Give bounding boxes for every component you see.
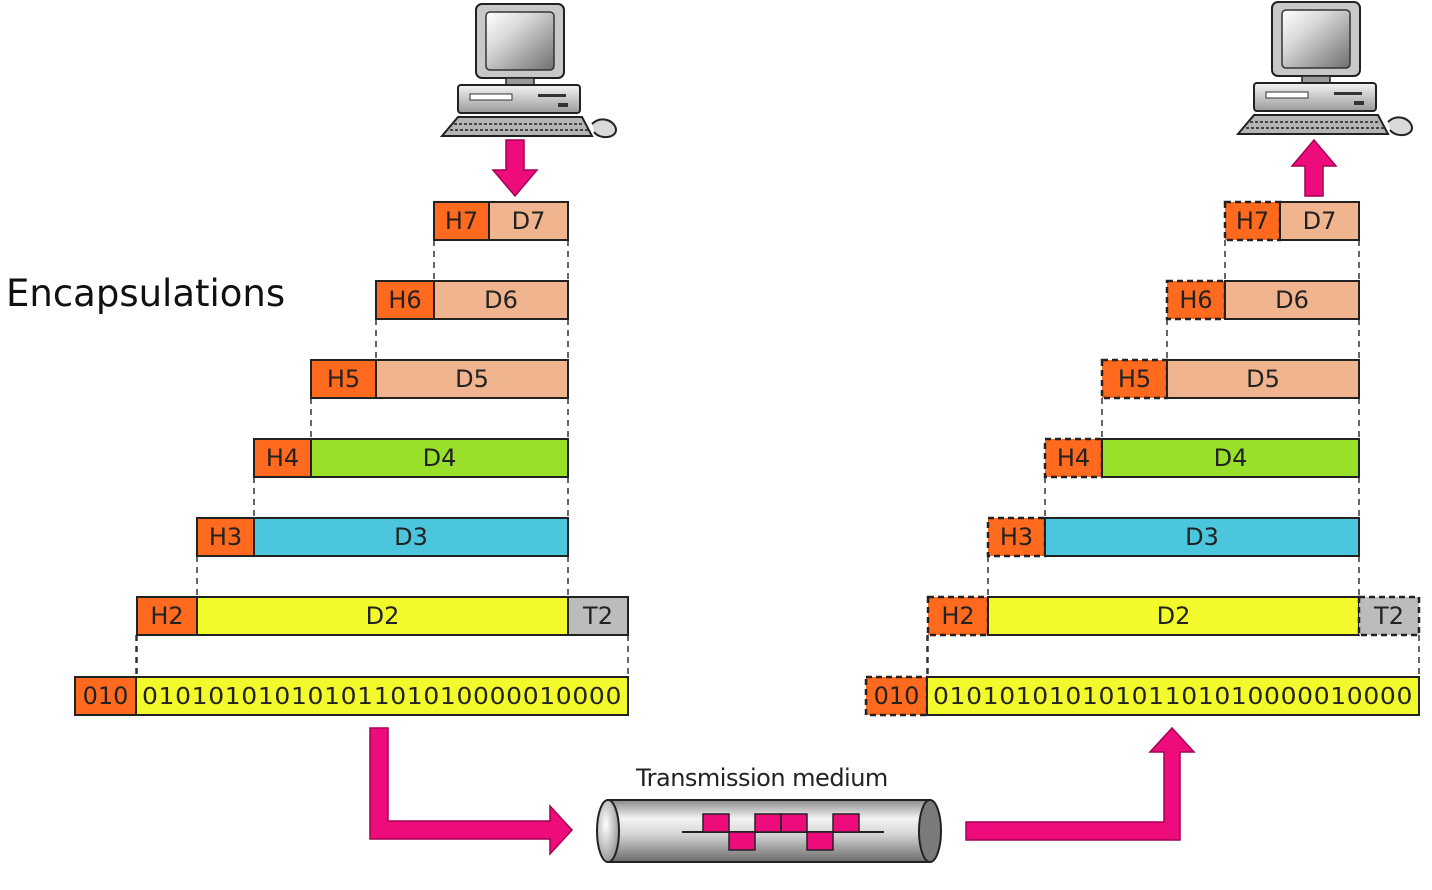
sender-physical-header-label: 010: [83, 682, 129, 710]
sender-data-d6-box: [433, 280, 569, 320]
receiver-data-d7-label: D7: [1303, 207, 1337, 235]
sender-physical-header-box: [74, 676, 137, 716]
sender-trailer-t2-label: T2: [582, 602, 613, 630]
sender-data-d3-box: [253, 517, 569, 557]
sender-data-d7-box: [488, 201, 569, 241]
receiver-data-d2-label: D2: [1157, 602, 1191, 630]
sender-header-h5-box: [310, 359, 377, 399]
sender-header-h4-box: [253, 438, 312, 478]
sender-header-h4-label: H4: [266, 444, 299, 472]
receiver-header-h6-label: H6: [1179, 286, 1212, 314]
sender-header-h2-label: H2: [150, 602, 183, 630]
sender-header-h3-label: H3: [209, 523, 242, 551]
sender-data-d5-box: [375, 359, 569, 399]
sender-data-d4-box: [310, 438, 569, 478]
receiver-header-h2-box: [926, 595, 990, 637]
sender-bit-stream-label: 01010101010101101010000010000: [142, 684, 622, 710]
sender-data-d3-label: D3: [394, 523, 428, 551]
receiver-data-d7-box: [1279, 201, 1360, 241]
receiver-data-d2-box: [987, 596, 1360, 636]
receiver-header-h5-box: [1100, 358, 1169, 400]
receiver-data-d4-label: D4: [1214, 444, 1248, 472]
receiver-data-d3-box: [1044, 517, 1360, 557]
sender-header-h6-box: [375, 280, 435, 320]
sender-data-d5-label: D5: [455, 365, 489, 393]
medium-to-receiver-arrow-icon: [965, 726, 1196, 841]
receiver-header-h3-box: [986, 516, 1047, 558]
receiver-header-h4-label: H4: [1057, 444, 1090, 472]
sender-to-medium-arrow-icon: [369, 727, 574, 856]
receiver-data-d6-box: [1224, 280, 1360, 320]
receiver-physical-header-box: [864, 675, 929, 717]
sender-header-h7-box: [433, 201, 490, 241]
sender-data-d2-label: D2: [366, 602, 400, 630]
receiver-bit-stream-label: 01010101010101101010000010000: [933, 684, 1413, 710]
sender-data-d6-label: D6: [484, 286, 518, 314]
sender-computer-icon: [439, 3, 618, 138]
receiver-up-arrow-icon: [1290, 138, 1338, 197]
receiver-header-h2-label: H2: [941, 602, 974, 630]
transmission-medium-label: Transmission medium: [636, 764, 888, 792]
sender-header-h5-label: H5: [327, 365, 360, 393]
sender-trailer-t2-box: [567, 596, 629, 636]
receiver-data-d3-label: D3: [1185, 523, 1219, 551]
receiver-data-d6-label: D6: [1275, 286, 1309, 314]
receiver-data-d5-label: D5: [1246, 365, 1280, 393]
receiver-computer-icon: [1235, 1, 1414, 136]
sender-data-d4-label: D4: [423, 444, 457, 472]
sender-header-h3-box: [196, 517, 255, 557]
receiver-header-h3-label: H3: [1000, 523, 1033, 551]
sender-data-d7-label: D7: [512, 207, 546, 235]
transmission-medium-icon: [596, 799, 942, 863]
sender-header-h6-label: H6: [388, 286, 421, 314]
receiver-trailer-t2-box: [1357, 595, 1421, 637]
sender-bit-stream-box: [135, 676, 629, 716]
sender-data-d2-box: [196, 596, 569, 636]
receiver-header-h5-label: H5: [1118, 365, 1151, 393]
receiver-data-d5-box: [1166, 359, 1360, 399]
receiver-data-d4-box: [1101, 438, 1360, 478]
receiver-trailer-t2-label: T2: [1373, 602, 1404, 630]
receiver-header-h7-label: H7: [1236, 207, 1269, 235]
receiver-bit-stream-box: [926, 676, 1420, 716]
sender-header-h7-label: H7: [445, 207, 478, 235]
diagram-title: Encapsulations: [6, 272, 286, 315]
receiver-header-h6-box: [1165, 279, 1227, 321]
sender-down-arrow-icon: [491, 139, 539, 198]
receiver-physical-header-label: 010: [874, 682, 920, 710]
